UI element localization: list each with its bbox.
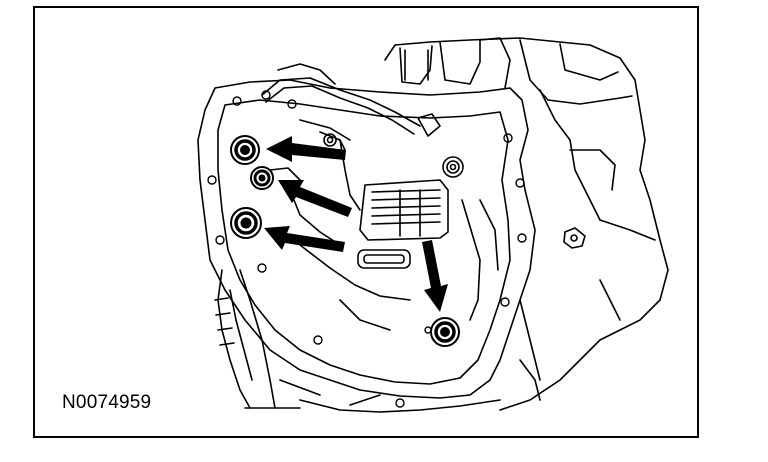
seal-3: [230, 207, 262, 239]
center-top-bolt: [323, 133, 337, 147]
seal-4: [430, 317, 460, 347]
callout-arrow-3: [264, 226, 345, 252]
callout-arrow-4: [422, 240, 448, 312]
left-lower-bracket: [214, 269, 381, 409]
figure-reference-number: N0074959: [62, 392, 152, 413]
callout-arrow-1: [266, 136, 346, 162]
seal-1: [230, 135, 260, 165]
perimeter-bolt-holes: [207, 90, 527, 408]
cover-plate-outline: [197, 79, 536, 399]
illustration-frame: [33, 6, 699, 438]
side-bolt: [563, 227, 586, 249]
callout-arrow-2: [278, 180, 352, 217]
valve-body-structure: [269, 139, 499, 331]
lower-wall: [279, 359, 541, 413]
upper-right-bolt: [442, 156, 464, 178]
seal-2: [250, 166, 274, 190]
housing-outline: [384, 37, 669, 411]
